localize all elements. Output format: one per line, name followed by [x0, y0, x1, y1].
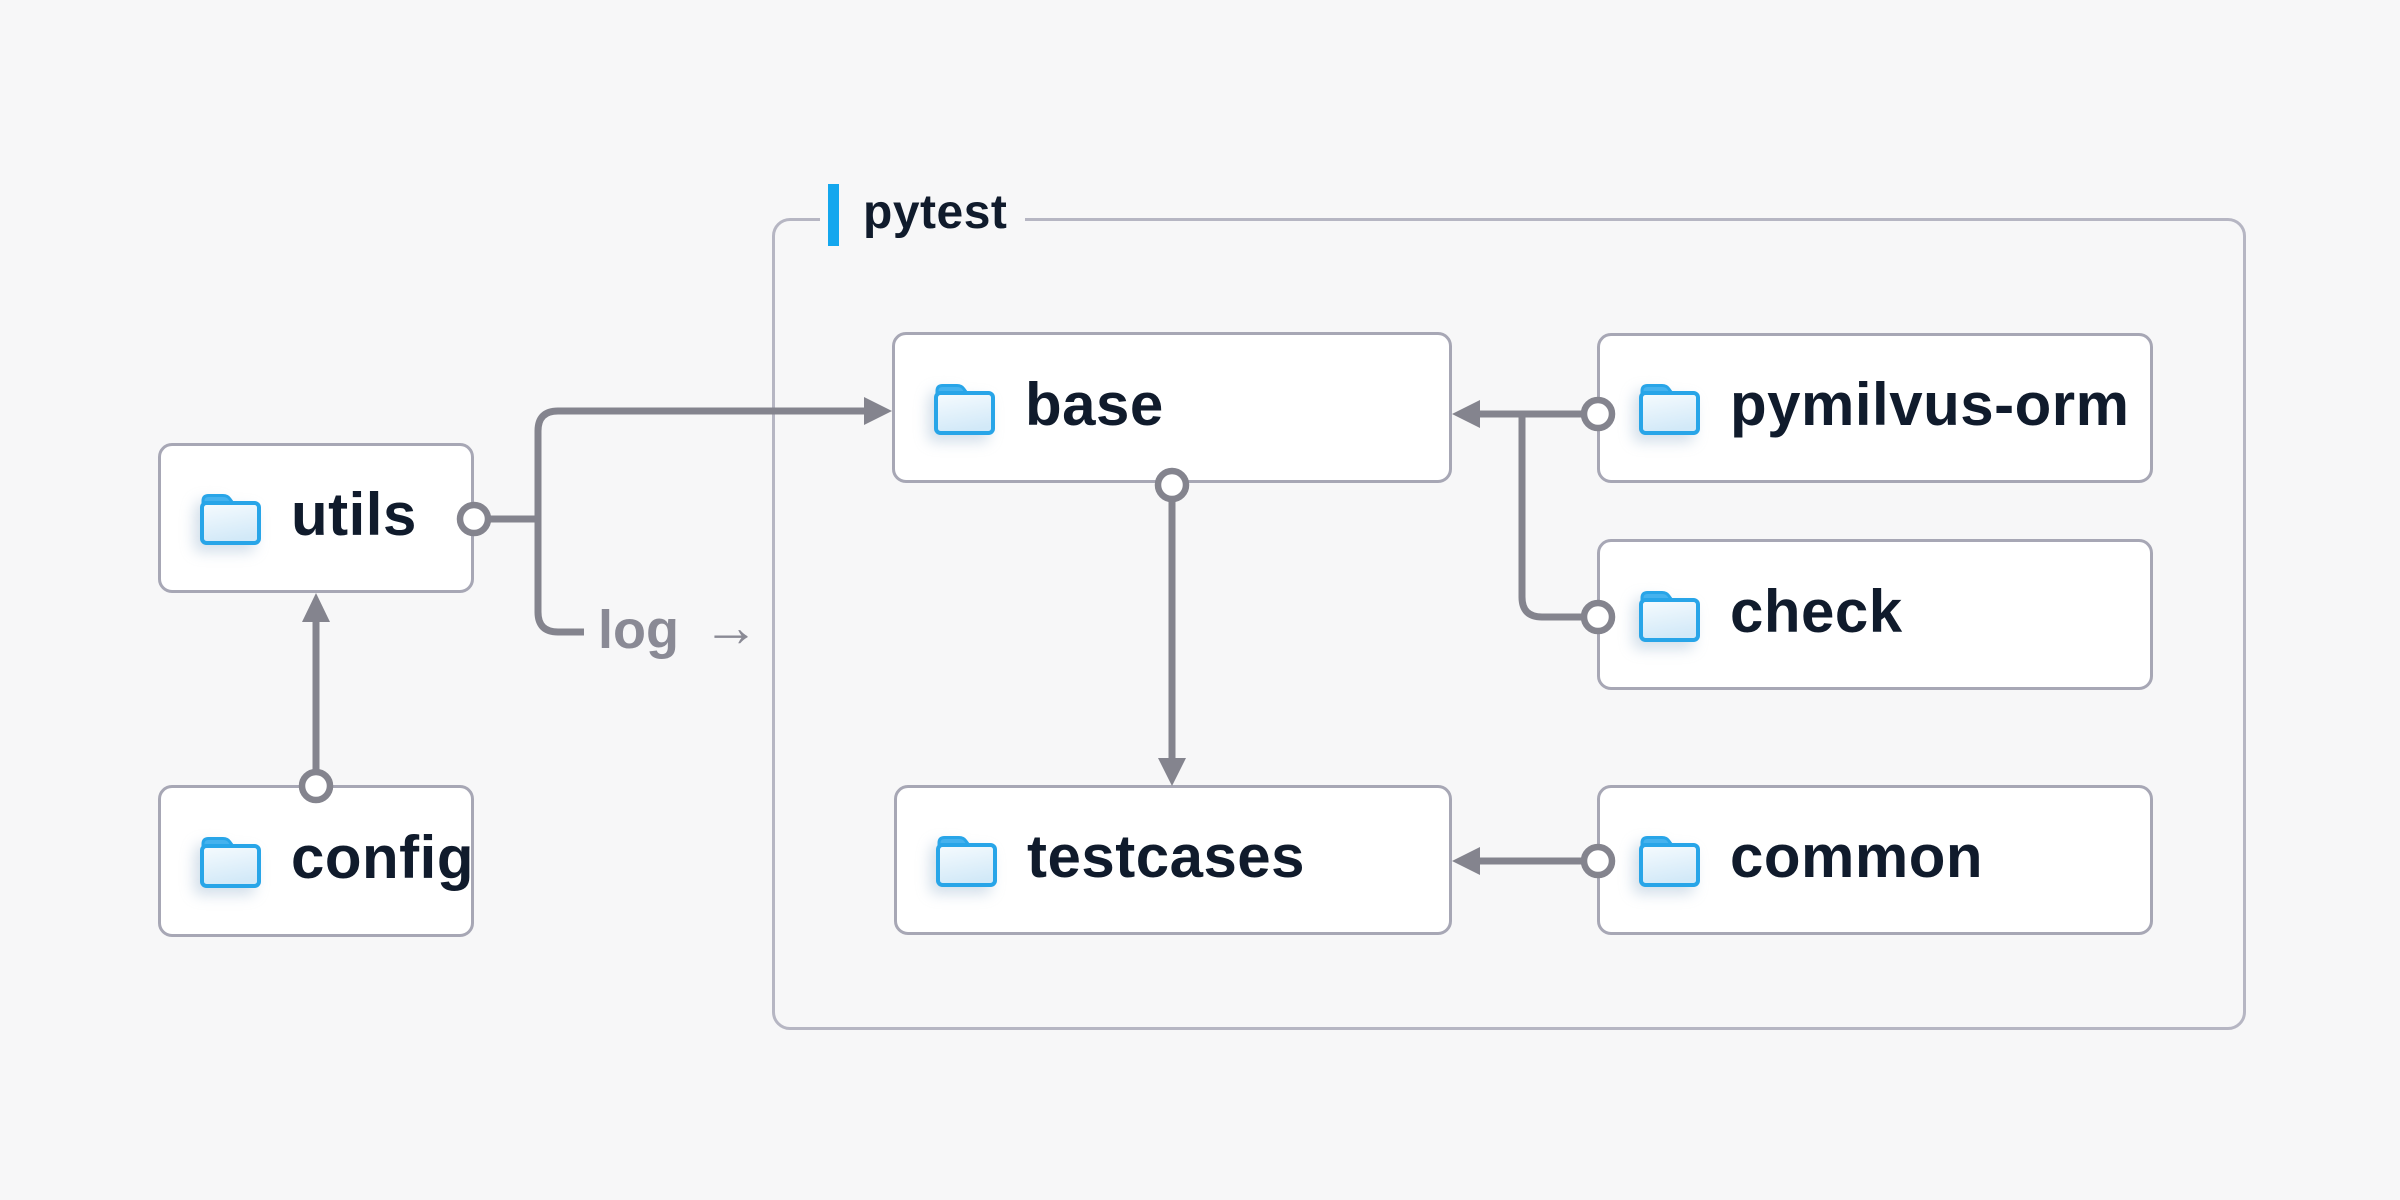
- node-common: common: [1597, 785, 2153, 935]
- node-label: pymilvus-orm: [1730, 371, 2130, 438]
- node-base: base: [892, 332, 1452, 483]
- edge-label-log: log →: [598, 594, 759, 660]
- node-label: testcases: [1027, 823, 1306, 890]
- node-label: utils: [291, 481, 417, 548]
- pytest-group-label: pytest: [820, 183, 1026, 247]
- node-utils: utils: [158, 443, 474, 593]
- group-label-text: pytest: [863, 186, 1008, 239]
- folder-icon: [931, 380, 997, 436]
- node-pymilvus-orm: pymilvus-orm: [1597, 333, 2153, 483]
- folder-icon: [1636, 832, 1702, 888]
- node-check: check: [1597, 539, 2153, 690]
- folder-icon: [933, 832, 999, 888]
- folder-icon: [197, 833, 263, 889]
- node-label: base: [1025, 370, 1164, 438]
- folder-icon: [197, 490, 263, 546]
- node-label: common: [1730, 823, 1984, 890]
- node-testcases: testcases: [894, 785, 1452, 935]
- node-label: check: [1730, 577, 1903, 645]
- arrow-right-icon: →: [702, 594, 759, 658]
- folder-icon: [1636, 587, 1702, 643]
- node-label: config: [291, 824, 474, 891]
- edge-label-text: log: [598, 599, 679, 660]
- accent-bar-icon: [828, 184, 839, 246]
- edge-config-utils: [298, 593, 334, 804]
- node-config: config: [158, 785, 474, 937]
- folder-icon: [1636, 380, 1702, 436]
